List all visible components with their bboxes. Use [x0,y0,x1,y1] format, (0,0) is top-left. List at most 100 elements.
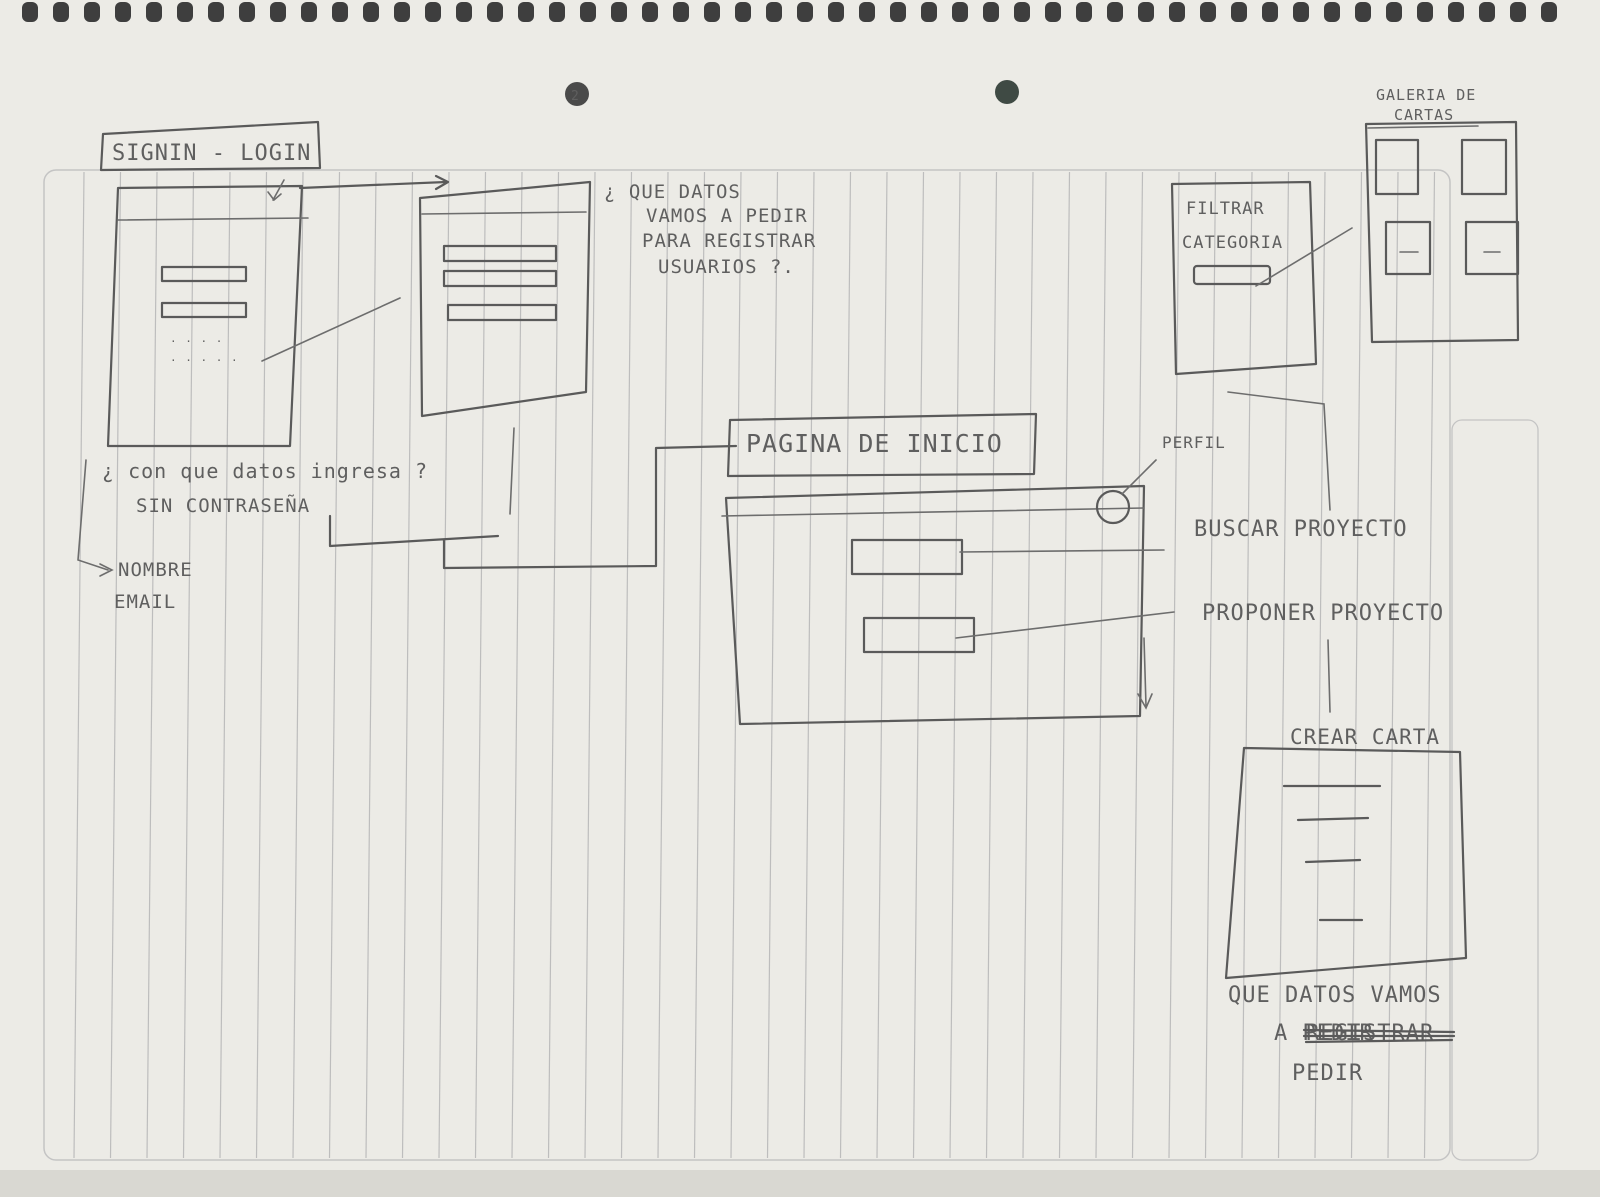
rule-line [438,171,450,1159]
spiral-coil [146,2,162,22]
rule-line [1022,171,1034,1159]
spiral-coil [177,2,193,22]
spiral-coil [766,2,782,22]
spiral-coil [673,2,689,22]
spiral-coil [1541,2,1557,22]
rule-line [73,171,85,1159]
gallery-title-1: GALERIA DE [1376,86,1476,104]
filter-label-2: CATEGORIA [1182,233,1283,253]
rule-line [182,171,195,1159]
spiral-binding [22,2,1557,22]
login-section: SIGNIN - LOGIN · · · · · · · · · ¿ con q… [77,120,450,613]
home-section: PAGINA DE INICIO PERFIL BUSCAR PROYECTO … [721,412,1444,726]
rule-line [766,171,779,1159]
punch-hole-left [565,82,589,106]
login-title: SIGNIN - LOGIN [112,141,311,166]
spiral-coil [363,2,379,22]
login-no-password: SIN CONTRASEÑA [136,494,310,517]
spiral-coil [1262,2,1278,22]
rule-line [146,171,158,1159]
rule-line [620,171,633,1159]
rule-line [109,171,122,1159]
create-card-section: CREAR CARTA QUE DATOS VAMOS A PEDIR REGI… [1224,639,1468,1086]
spiral-coil [301,2,317,22]
rule-line [584,171,596,1159]
rule-line [547,171,560,1159]
register-section: ¿ QUE DATOS VAMOS A PEDIR PARA REGISTRAR… [418,180,816,515]
spiral-coil [208,2,224,22]
rule-line [1423,171,1436,1159]
spiral-coil [921,2,937,22]
spiral-coil [1355,2,1371,22]
login-field-email: EMAIL [114,591,176,613]
rule-line [1131,171,1144,1159]
spiral-coil [518,2,534,22]
punch-hole-right [995,80,1019,104]
spiral-coil [425,2,441,22]
spiral-coil [1138,2,1154,22]
spiral-coil [952,2,968,22]
margin-column [1451,419,1539,1161]
rule-line [365,171,377,1159]
spiral-coil [1014,2,1030,22]
rule-line [693,171,706,1159]
spiral-coil [1293,2,1309,22]
rule-line [876,171,888,1159]
spiral-coil [642,2,658,22]
rule-line [1204,171,1217,1159]
register-question-2: VAMOS A PEDIR [646,205,808,227]
rule-line [839,171,852,1159]
spiral-coil [890,2,906,22]
home-profile-label: PERFIL [1162,433,1226,452]
spiral-coil [270,2,286,22]
filter-label-1: FILTRAR [1186,199,1265,219]
spiral-coil [239,2,255,22]
home-propose-label: PROPONER PROYECTO [1202,601,1444,626]
spiral-coil [53,2,69,22]
page-number: 2 [571,89,580,104]
spiral-coil [487,2,503,22]
rule-line [292,171,304,1159]
rule-line [985,171,998,1159]
spiral-coil [22,2,38,22]
rule-line [1241,171,1253,1159]
rule-line [1168,171,1180,1159]
rule-line [912,171,925,1159]
register-question-3: PARA REGISTRAR [642,230,816,252]
register-question-4: USUARIOS ?. [658,256,795,278]
create-card-title: CREAR CARTA [1290,725,1440,749]
profile-icon [1095,489,1131,525]
rule-line [1095,171,1107,1159]
spiral-coil [1479,2,1495,22]
spiral-coil [1448,2,1464,22]
spiral-coil [828,2,844,22]
search-button-sketch [850,538,964,576]
spiral-coil [84,2,100,22]
spiral-coil [1510,2,1526,22]
paper-shadow [0,1170,1600,1197]
ruled-area-border [43,169,1451,1161]
rule-line [1350,171,1363,1159]
propose-button-sketch [862,616,976,654]
register-question-1: ¿ QUE DATOS [604,181,741,203]
rule-line [401,171,414,1159]
home-search-label: BUSCAR PROYECTO [1194,517,1408,542]
create-card-question-3: PEDIR [1292,1061,1363,1086]
rule-line [255,171,268,1159]
spiral-coil [704,2,720,22]
rule-line [949,171,961,1159]
rule-line [219,171,231,1159]
spiral-coil [1417,2,1433,22]
rule-line [474,171,487,1159]
login-question: ¿ con que datos ingresa ? [102,459,428,483]
spiral-coil [1386,2,1402,22]
rule-line [1314,171,1326,1159]
svg-text:· · · ·: · · · · [170,335,223,348]
spiral-coil [456,2,472,22]
create-card-question-1: QUE DATOS VAMOS [1228,983,1442,1008]
spiral-coil [797,2,813,22]
login-field-name: NOMBRE [118,559,193,581]
rule-line [511,171,523,1159]
